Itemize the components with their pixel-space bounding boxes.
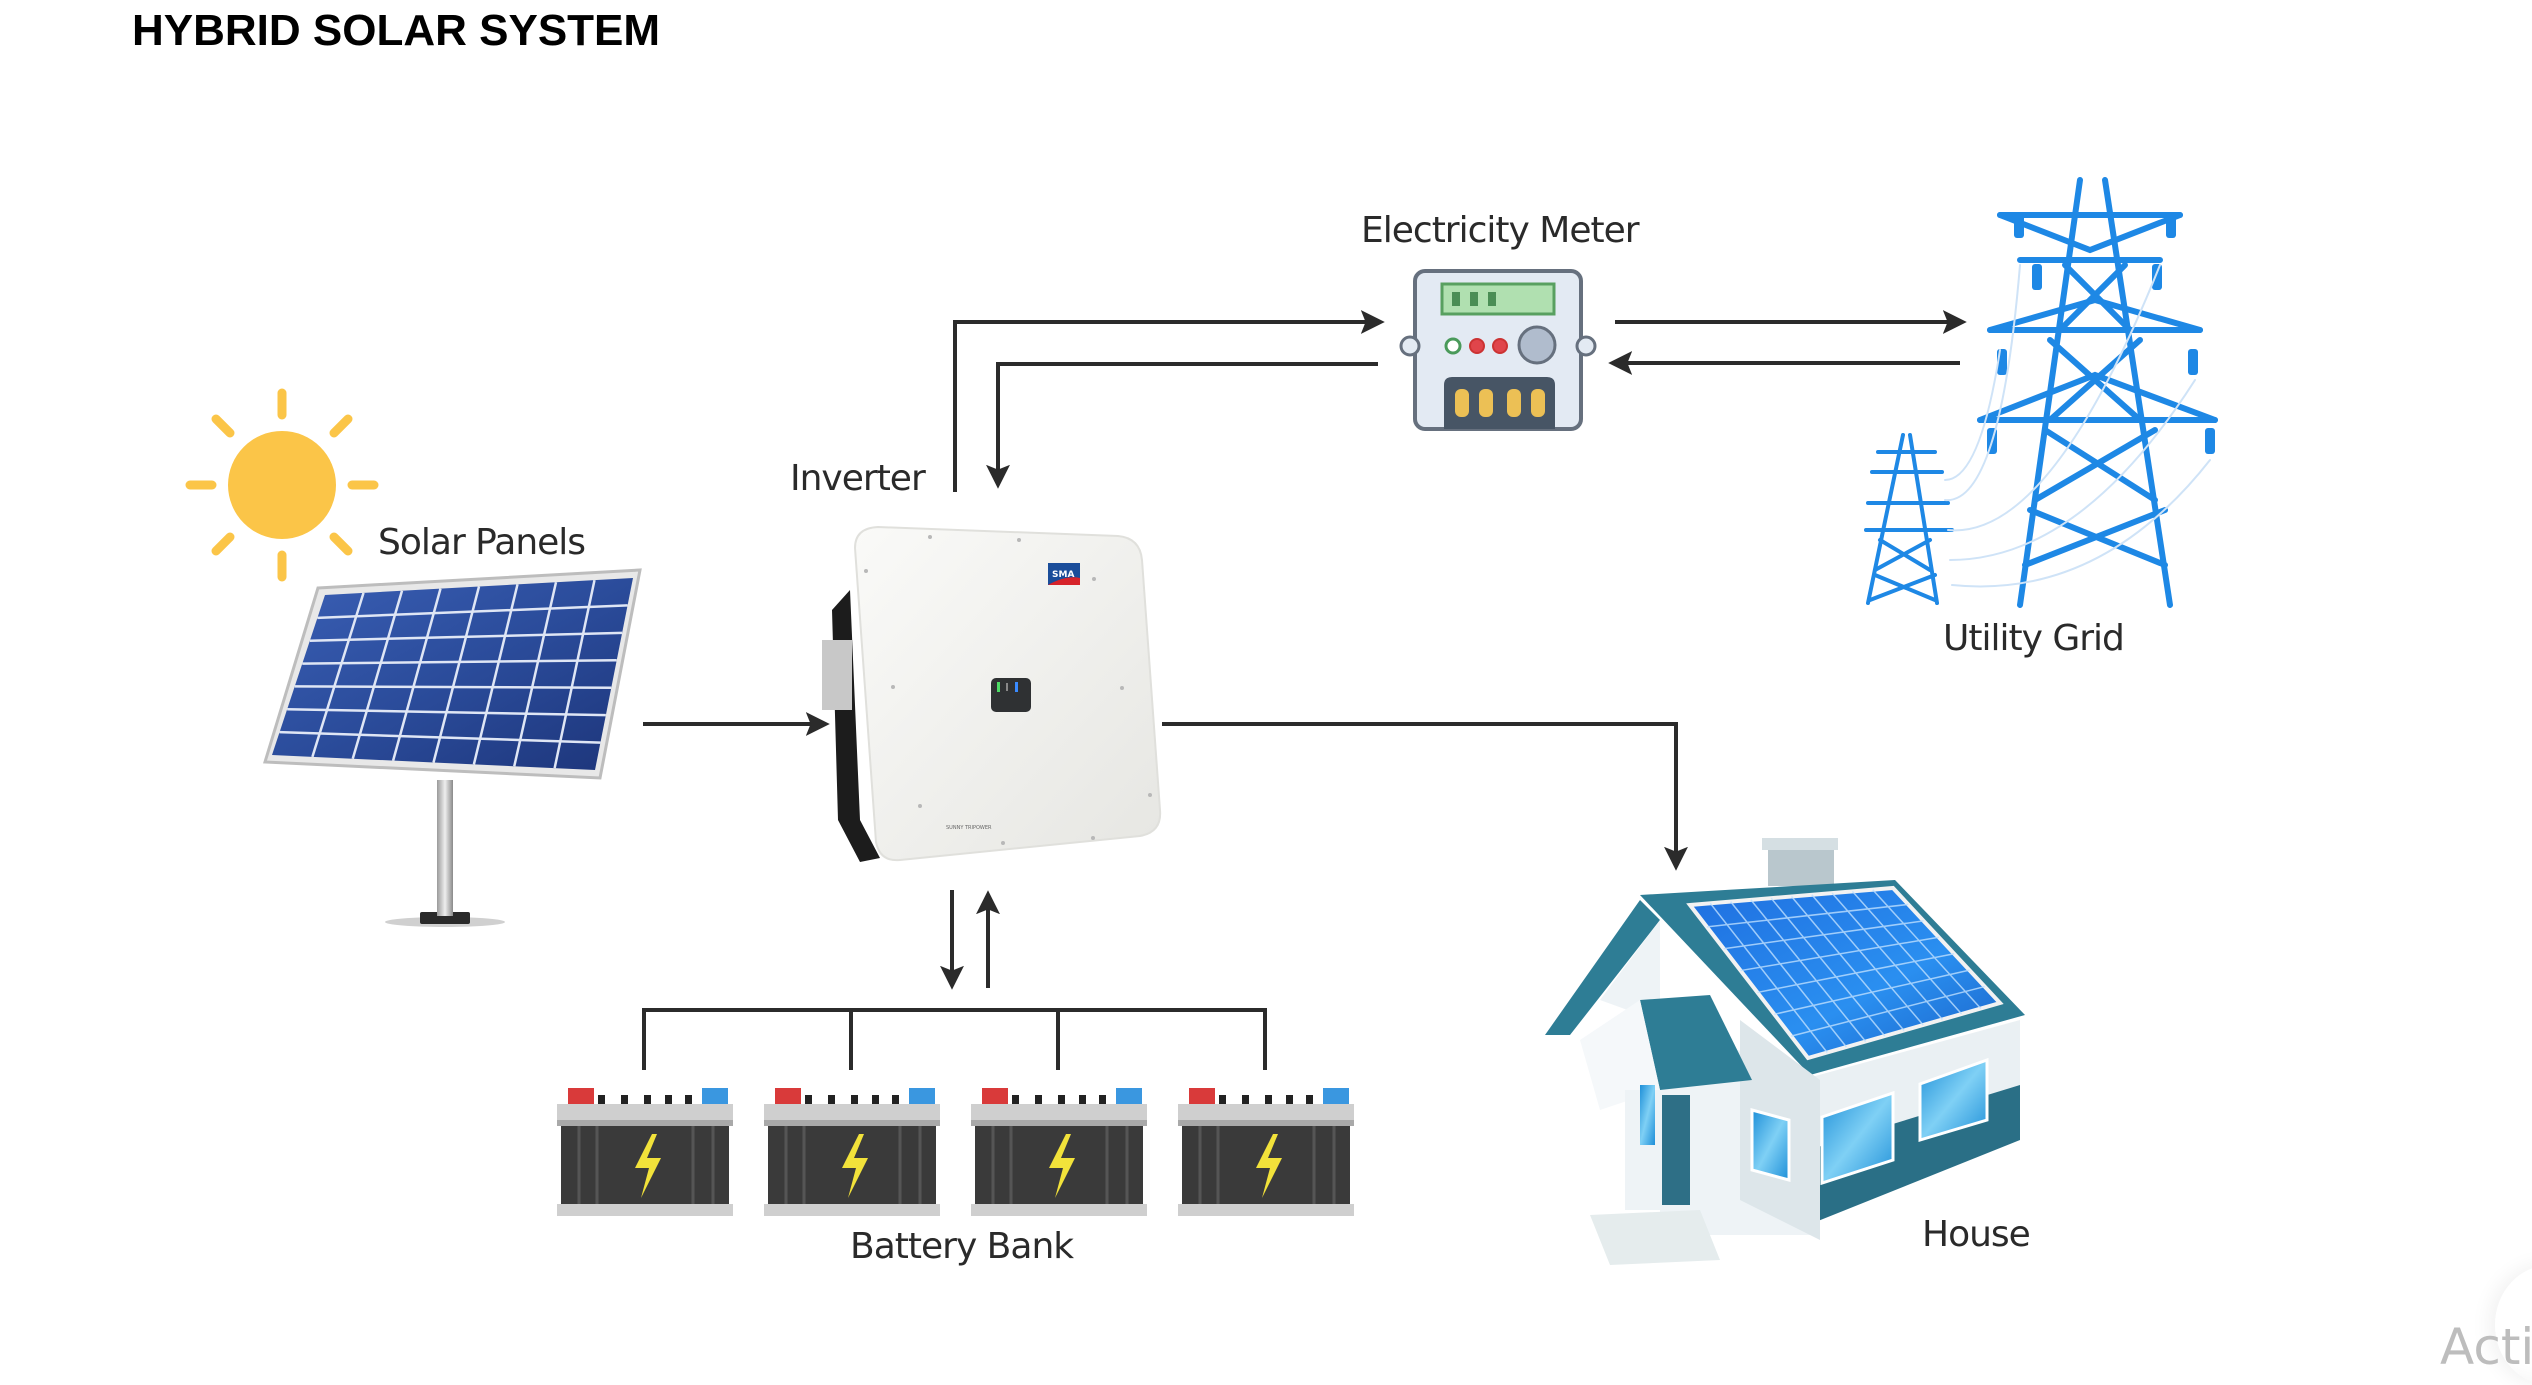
panel-grid-line <box>1790 896 1905 1031</box>
panel-grid-line <box>311 592 365 758</box>
lightning-bolt-icon <box>635 1134 661 1198</box>
lightning-bolt-icon <box>1049 1134 1075 1198</box>
panel-grid-line <box>391 588 442 761</box>
panel-grid-line <box>1770 897 1886 1037</box>
battery-icon <box>1178 1088 1354 1216</box>
label-inverter: Inverter <box>790 458 926 499</box>
house-window <box>1918 1057 1989 1143</box>
panel-grid-line <box>279 730 601 744</box>
house-window <box>1820 1090 1895 1186</box>
inverter-model-text: SUNNY TRIPOWER <box>946 825 992 831</box>
lightning-bolt-icon <box>1256 1134 1282 1198</box>
label-battery-bank: Battery Bank <box>850 1226 1074 1267</box>
panel-grid-line <box>351 590 404 760</box>
label-solar-panels: Solar Panels <box>378 522 586 563</box>
panel-grid-line <box>1706 903 1909 928</box>
battery-bank <box>557 1088 1354 1216</box>
panel-grid-line <box>1774 969 1970 1016</box>
page-title: HYBRID SOLAR SYSTEM <box>132 6 661 55</box>
arrow-inverter-to-meter <box>953 310 1385 492</box>
sun-icon <box>185 388 379 582</box>
panel-grid-line <box>317 604 628 620</box>
transmission-tower-icon <box>1864 177 2218 608</box>
inverter-icon: SMA SUNNY TRIPOWER <box>822 525 1162 862</box>
arrow-inverter-to-house <box>1162 722 1688 871</box>
panel-grid-line <box>1757 952 1955 994</box>
panel-grid-line <box>1851 890 1963 1015</box>
panel-grid-line <box>1811 894 1924 1026</box>
battery-bus-line <box>642 1008 1267 1070</box>
connectors <box>642 310 1967 1070</box>
panel-grid-line <box>309 631 623 642</box>
label-house: House <box>1922 1214 2031 1255</box>
panel-grid-line <box>294 685 612 689</box>
house-icon <box>1545 838 2025 1265</box>
electricity-meter-icon <box>1399 269 1597 431</box>
panel-grid-line <box>1831 892 1943 1020</box>
battery-icon <box>971 1088 1147 1216</box>
panel-grid-line <box>513 581 558 767</box>
panel-grid-line <box>287 708 606 717</box>
panel-grid-line <box>1709 902 1828 1053</box>
activation-watermark: Activ <box>2440 1318 2532 1376</box>
panel-grid-line <box>553 579 596 769</box>
house-window <box>1750 1108 1791 1182</box>
arrow-meter-to-inverter <box>986 362 1378 489</box>
lightning-bolt-icon <box>842 1134 868 1198</box>
battery-icon <box>764 1088 940 1216</box>
panel-grid-line <box>472 584 519 765</box>
solar-panel-icon <box>263 568 642 927</box>
panel-grid-line <box>432 586 481 763</box>
panel-grid-line <box>302 659 617 665</box>
panel-grid-line <box>1723 920 1924 950</box>
battery-icon <box>557 1088 733 1216</box>
label-utility-grid: Utility Grid <box>1943 618 2125 659</box>
panel-grid-line <box>1750 899 1867 1042</box>
panel-grid-line <box>1740 936 1939 972</box>
panel-grid-line <box>1730 901 1847 1048</box>
panel-grid-line <box>1872 889 1982 1010</box>
label-electricity-meter: Electricity Meter <box>1361 210 1640 251</box>
panel-grid-line <box>1790 985 1985 1037</box>
inverter-brand-text: SMA <box>1052 570 1074 580</box>
